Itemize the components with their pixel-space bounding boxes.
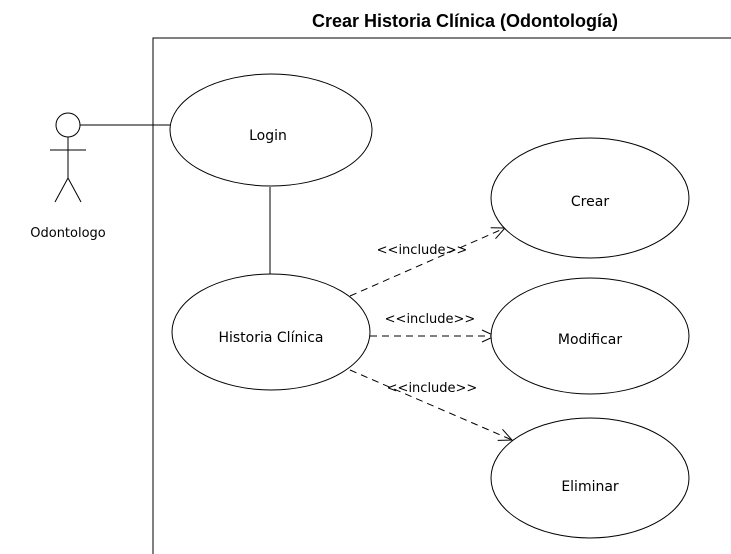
use-case-historia-clinica[interactable]: Historia Clínica — [171, 273, 371, 391]
use-case-historia-clinica-label: Historia Clínica — [218, 330, 323, 346]
stick-figure-actor-icon — [50, 112, 86, 203]
diagram-title: Crear Historia Clínica (Odontología) — [312, 11, 618, 31]
use-case-crear[interactable]: Crear — [490, 137, 690, 259]
include-label-crear: <<include>> — [377, 243, 468, 258]
use-case-crear-label: Crear — [571, 194, 609, 210]
use-case-eliminar[interactable]: Eliminar — [490, 417, 690, 539]
system-boundary — [152, 37, 731, 554]
use-case-eliminar-label: Eliminar — [561, 479, 619, 495]
use-case-modificar-label: Modificar — [558, 332, 623, 348]
include-arrow-eliminar — [349, 369, 514, 441]
include-arrow-crear — [349, 227, 507, 297]
use-case-login[interactable]: Login — [169, 73, 373, 187]
include-label-eliminar: <<include>> — [387, 381, 478, 396]
include-label-modificar: <<include>> — [385, 312, 476, 327]
use-case-login-label: Login — [249, 128, 287, 144]
actor-odontologo[interactable]: Odontologo — [30, 112, 106, 241]
actor-label: Odontologo — [30, 226, 106, 241]
use-case-modificar[interactable]: Modificar — [490, 277, 690, 395]
